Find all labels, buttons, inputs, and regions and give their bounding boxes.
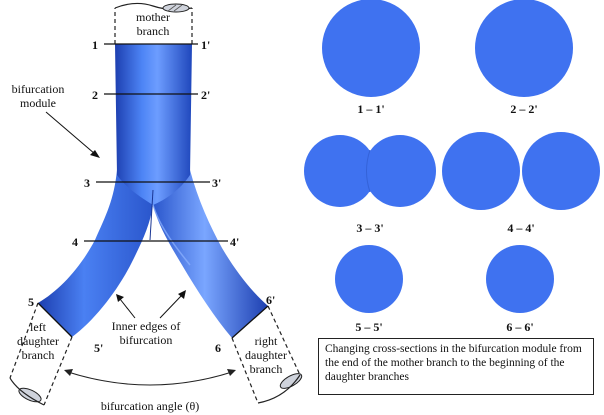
cross-section-3 — [304, 135, 436, 207]
cross-section-4 — [442, 132, 600, 210]
line-label-2p: 2' — [201, 88, 210, 102]
mother-branch-stub — [114, 2, 193, 44]
angle-arc — [64, 369, 236, 386]
line-label-3: 3 — [84, 176, 90, 190]
left-branch-label-line2: daughter — [17, 334, 59, 348]
section-caption-1: 1 – 1' — [357, 102, 384, 116]
cross-section-1 — [322, 0, 420, 97]
angle-label: bifurcation angle (θ) — [101, 399, 199, 413]
left-branch-label-line3: branch — [22, 348, 55, 362]
line-label-3p: 3' — [212, 176, 221, 190]
bifurcation-vessel — [38, 44, 268, 338]
left-branch-label-line1: left — [30, 320, 47, 334]
section-caption-4: 4 – 4' — [507, 221, 534, 235]
line-label-5: 5 — [28, 295, 34, 309]
inner-edges-label-line1: Inner edges of — [112, 319, 181, 333]
left-daughter-stub — [9, 302, 73, 406]
right-branch-label-line3: branch — [250, 362, 283, 376]
section-caption-2: 2 – 2' — [510, 102, 537, 116]
section-caption-5: 5 – 5' — [355, 320, 382, 334]
line-label-1: 1 — [92, 38, 98, 52]
right-branch-label-line2: daughter — [245, 348, 287, 362]
right-branch-label-line1: right — [255, 334, 278, 348]
mother-label-line2: branch — [137, 24, 170, 38]
cross-section-5 — [335, 245, 403, 313]
cross-section-6 — [486, 245, 554, 313]
line-label-6: 6 — [215, 341, 221, 355]
section-caption-6: 6 – 6' — [506, 320, 533, 334]
module-label-line2: module — [20, 96, 56, 110]
line-label-5p: 5' — [94, 341, 103, 355]
module-arrow — [45, 111, 100, 158]
mother-label-line1: mother — [136, 10, 170, 24]
section-lines — [37, 43, 269, 339]
module-label-line1: bifurcation — [12, 82, 65, 96]
inner-edges-arrows — [116, 290, 186, 319]
line-label-6p: 6' — [266, 293, 275, 307]
cross-section-2 — [475, 0, 573, 97]
line-label-1p: 1' — [201, 38, 210, 52]
line-label-4p: 4' — [230, 235, 239, 249]
caption-box: Changing cross-sections in the bifurcati… — [318, 338, 594, 395]
right-daughter-stub — [231, 305, 303, 404]
section-caption-3: 3 – 3' — [356, 221, 383, 235]
inner-edges-label-line2: bifurcation — [120, 333, 173, 347]
line-label-4: 4 — [72, 235, 78, 249]
line-label-2: 2 — [92, 88, 98, 102]
